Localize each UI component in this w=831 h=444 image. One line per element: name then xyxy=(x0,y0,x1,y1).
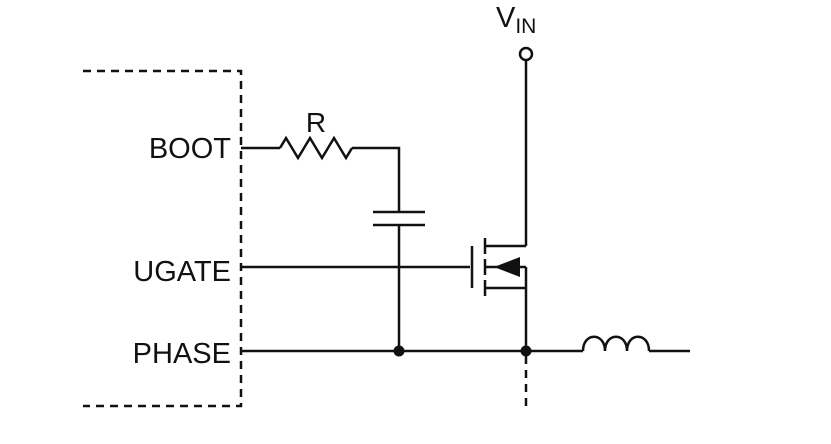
phase-line xyxy=(241,345,583,410)
vin-terminal: VIN xyxy=(496,2,536,246)
ugate-pin-label: UGATE xyxy=(133,256,231,288)
body-diode-arrow-icon xyxy=(494,257,520,277)
junction-dot xyxy=(520,345,532,357)
mosfet-symbol xyxy=(470,238,526,296)
boot-pin-label: BOOT xyxy=(149,133,231,165)
resistor-label: R xyxy=(306,107,326,138)
vin-label: V xyxy=(496,2,516,34)
bootstrap-capacitor xyxy=(373,210,425,351)
resistor-symbol xyxy=(278,135,354,161)
phase-pin-label: PHASE xyxy=(133,338,231,370)
svg-text:VIN: VIN xyxy=(496,2,536,38)
vin-subscript: IN xyxy=(515,15,536,38)
junction-dot xyxy=(393,345,405,357)
ic-boundary xyxy=(83,69,243,408)
boot-resistor-branch: R xyxy=(241,107,401,212)
inductor-symbol xyxy=(581,335,690,353)
